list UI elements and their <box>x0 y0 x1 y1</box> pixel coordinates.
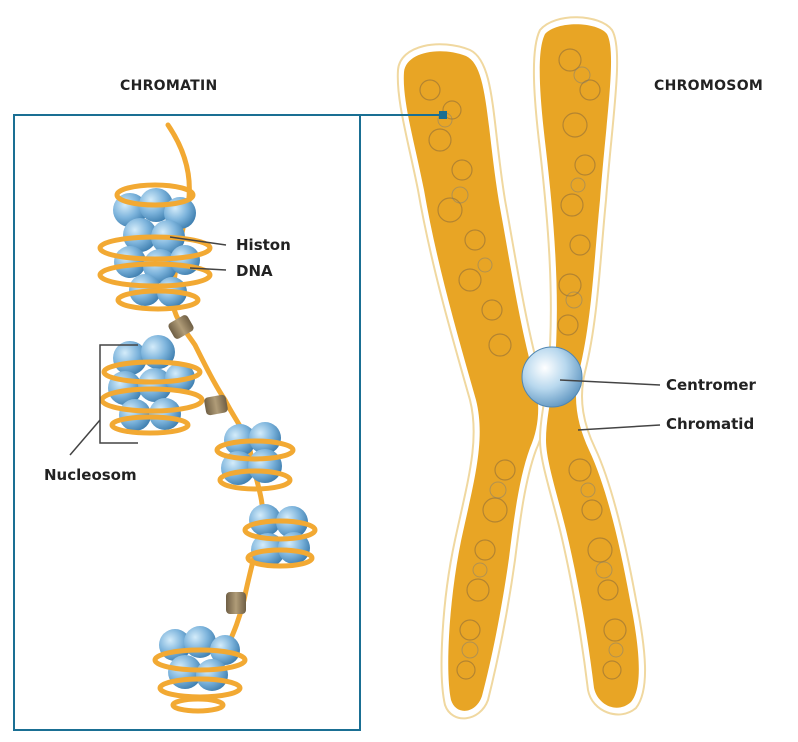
nucleosome-5 <box>155 626 245 711</box>
chromatid-label: Chromatid <box>666 415 754 433</box>
nucleosome-4 <box>245 504 315 567</box>
nucleosome-label: Nucleosom <box>44 466 137 484</box>
dna-label: DNA <box>236 262 273 280</box>
linker-3 <box>226 592 246 614</box>
chromosome-heading: CHROMOSOM <box>654 78 763 94</box>
connector-dot <box>439 111 447 119</box>
chromosome <box>398 17 645 718</box>
centromere <box>522 347 582 407</box>
centromere-label: Centromer <box>666 376 756 394</box>
linker-2 <box>204 394 229 416</box>
nucleosome-3 <box>217 422 293 489</box>
chromatid-pointer <box>578 425 660 430</box>
histone-label: Histon <box>236 236 291 254</box>
chromatin-heading: CHROMATIN <box>120 78 218 94</box>
nucleosome-1 <box>100 185 210 309</box>
nucleosome-pointer <box>70 420 100 455</box>
chromatin-inset <box>14 111 447 730</box>
nucleosome-2 <box>102 335 202 433</box>
chromatid-left <box>404 51 538 711</box>
